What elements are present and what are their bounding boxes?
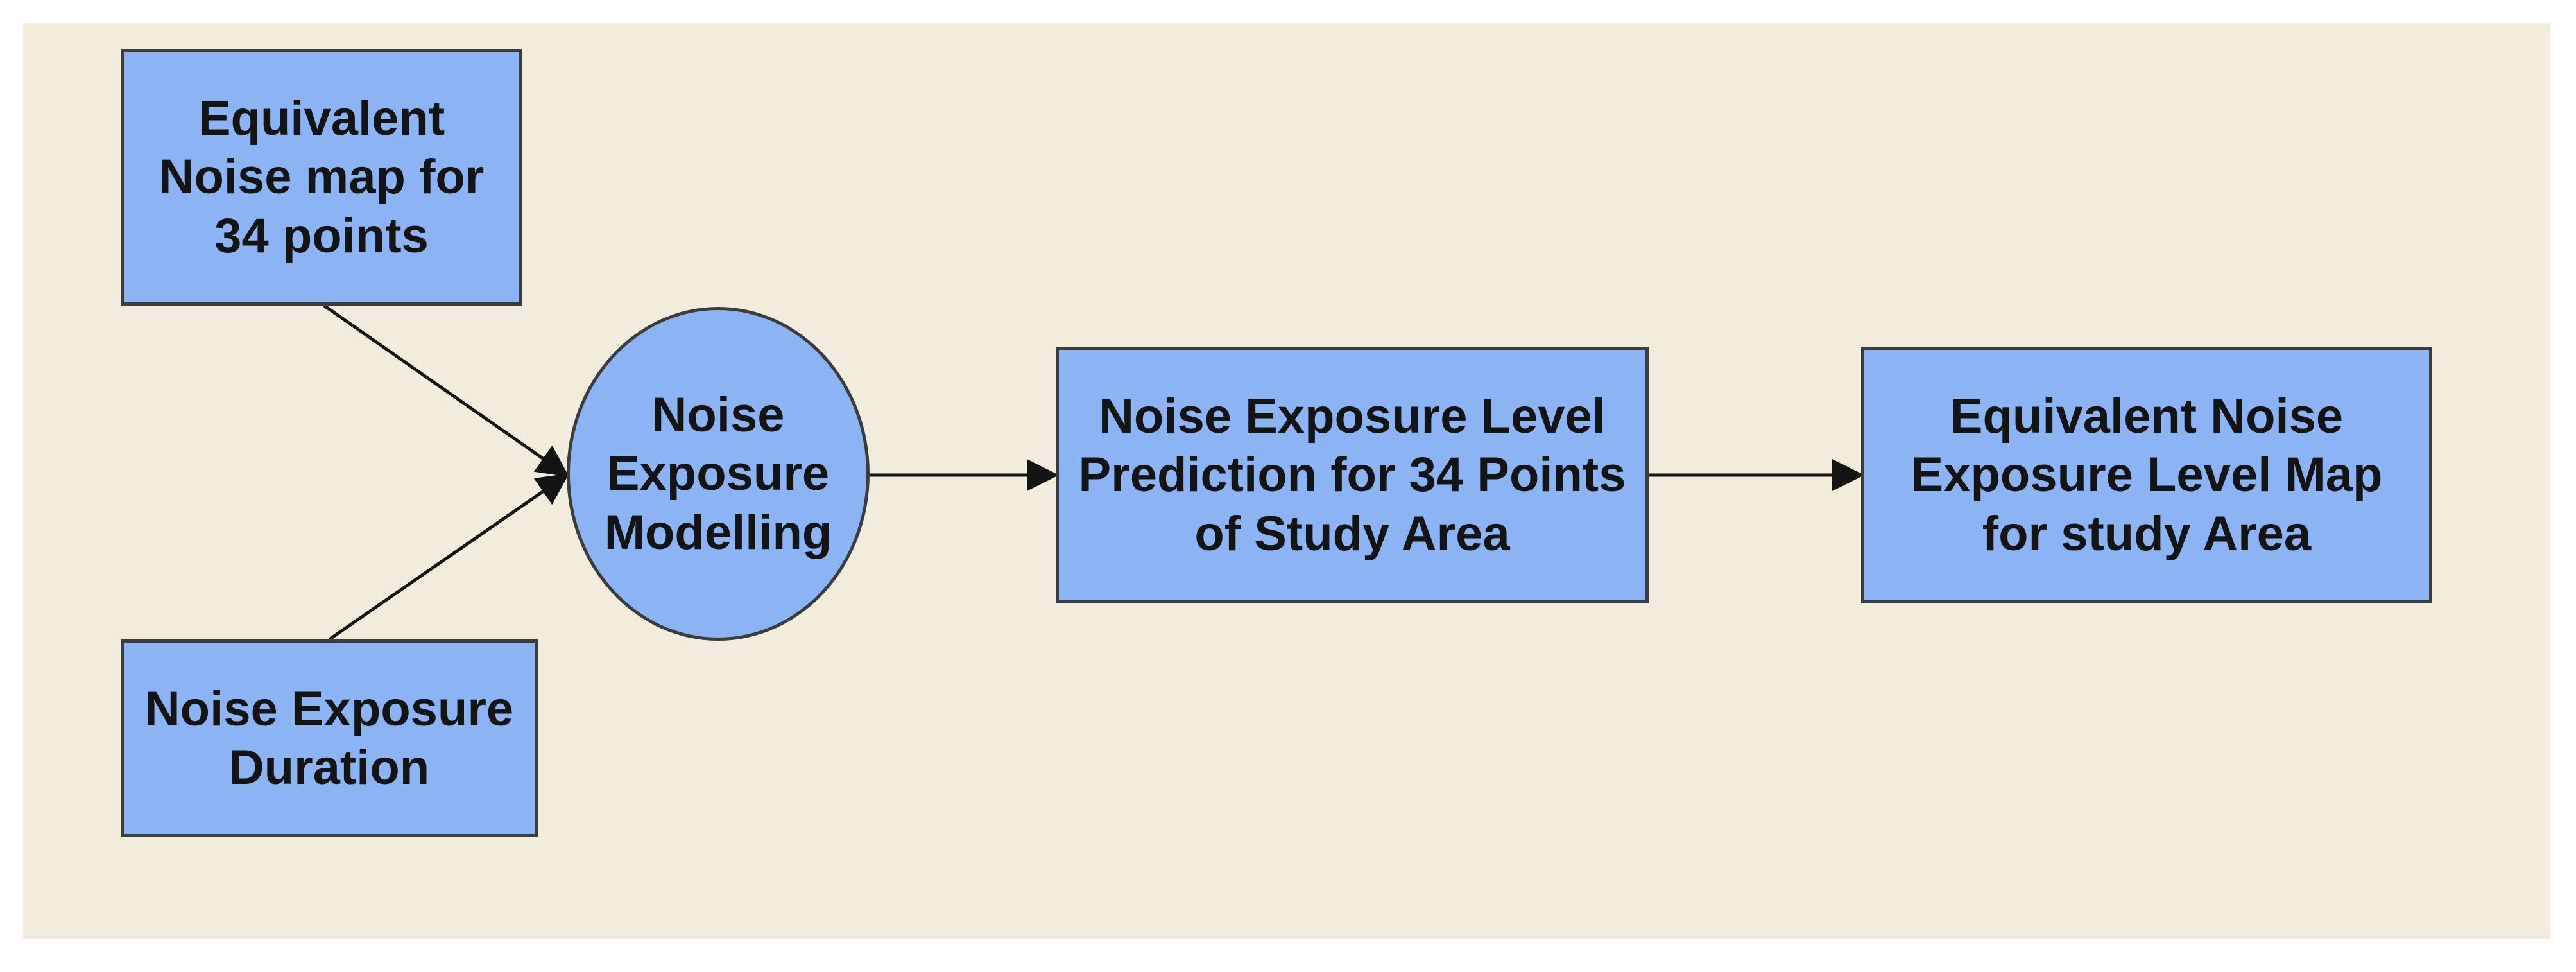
node-noise-exposure-modelling: Noise Exposure Modelling bbox=[567, 307, 870, 641]
node-noise-exposure-duration: Noise Exposure Duration bbox=[121, 639, 538, 837]
edge-noise-map-to-modelling bbox=[323, 304, 570, 477]
edge-duration-to-modelling bbox=[328, 473, 570, 641]
node-level-map: Equivalent Noise Exposure Level Map for … bbox=[1861, 347, 2432, 603]
node-equivalent-noise-map: Equivalent Noise map for 34 points bbox=[121, 49, 522, 306]
node-level-prediction: Noise Exposure Level Prediction for 34 P… bbox=[1056, 347, 1649, 603]
